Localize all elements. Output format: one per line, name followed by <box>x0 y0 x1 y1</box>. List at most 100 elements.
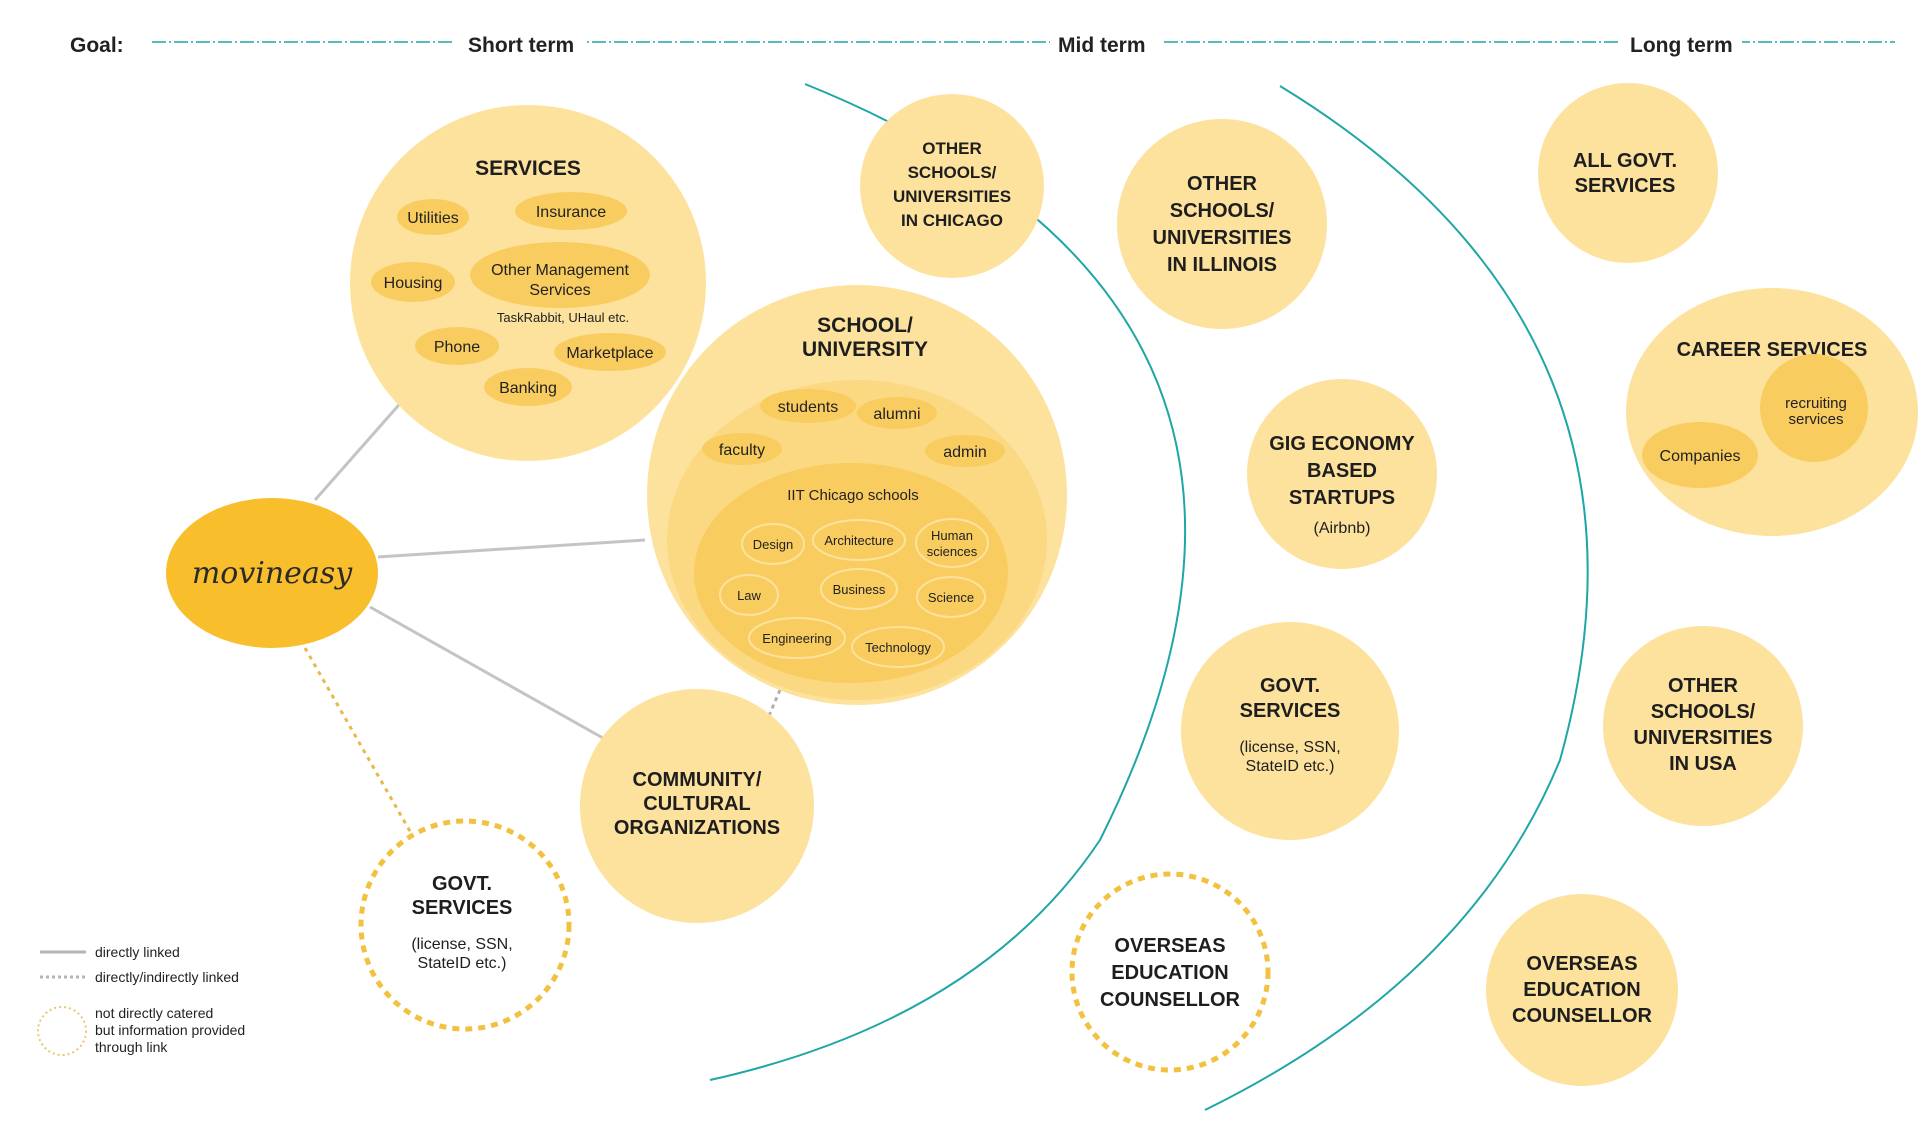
movineasy-core: movineasy <box>166 498 378 648</box>
iit-chip-human-sciences-label-2: sciences <box>927 544 978 559</box>
chip-recruiting-label-2: services <box>1788 411 1843 428</box>
chip-insurance <box>515 192 627 230</box>
chip-faculty <box>702 433 782 465</box>
chip-faculty-label: faculty <box>719 442 765 459</box>
govt-mid-sub-1: (license, SSN, <box>1239 739 1340 756</box>
schools-chicago-line-2: SCHOOLS/ <box>908 163 997 182</box>
govt-mid-line-1: GOVT. <box>1260 675 1320 697</box>
chip-insurance-label: Insurance <box>536 204 606 221</box>
schools-chicago-line-1: OTHER <box>922 139 982 158</box>
services-title: SERVICES <box>475 157 581 180</box>
long-term-boundary-arc <box>1204 85 1589 1111</box>
chip-marketplace-label: Marketplace <box>566 345 653 362</box>
govt-short-sub-1: (license, SSN, <box>411 936 512 953</box>
overseas-long-circle <box>1486 894 1678 1086</box>
legend: directly linked directly/indirectly link… <box>37 944 245 1056</box>
iit-chip-human-sciences-label: Human <box>931 528 973 543</box>
school-title-2: UNIVERSITY <box>802 338 928 361</box>
connector-community <box>369 605 611 744</box>
chip-companies-label: Companies <box>1660 448 1741 465</box>
legend-circle-line-1: not directly catered <box>95 1005 213 1021</box>
iit-chip-science <box>916 576 986 618</box>
long-term-mask <box>1620 28 1742 56</box>
chip-admin-label: admin <box>943 444 987 461</box>
overseas-long-line-3: COUNSELLOR <box>1512 1005 1653 1027</box>
chip-students <box>760 389 856 423</box>
iit-chip-design-label: Design <box>753 537 793 552</box>
overseas-long-line-1: OVERSEAS <box>1526 953 1637 975</box>
chip-phone <box>415 327 499 365</box>
overseas-mid-line-1: OVERSEAS <box>1114 935 1225 957</box>
govt-mid-line-2: SERVICES <box>1240 700 1341 722</box>
all-govt-circle <box>1538 83 1718 263</box>
overseas-long-line-2: EDUCATION <box>1523 979 1640 1001</box>
legend-dotted-label: directly/indirectly linked <box>95 969 239 985</box>
govt-short-dashed-circle <box>358 818 572 1032</box>
all-govt-line-1: ALL GOVT. <box>1573 150 1677 172</box>
community-line-3: ORGANIZATIONS <box>614 817 780 839</box>
short-term-label: Short term <box>468 34 574 57</box>
govt-mid-circle <box>1181 622 1399 840</box>
school-bubble: SCHOOL/ UNIVERSITY students alumni facul… <box>647 285 1067 705</box>
schools-chicago-bubble: OTHER SCHOOLS/ UNIVERSITIES IN CHICAGO <box>860 94 1044 278</box>
community-line-2: CULTURAL <box>643 793 750 815</box>
schools-illinois-line-1: OTHER <box>1187 173 1258 195</box>
chip-other-management <box>470 242 650 308</box>
career-title: CAREER SERVICES <box>1677 339 1868 361</box>
schools-illinois-bubble: OTHER SCHOOLS/ UNIVERSITIES IN ILLINOIS <box>1117 119 1327 329</box>
career-services-bubble: CAREER SERVICES recruiting services Comp… <box>1626 288 1918 536</box>
govt-short-sub-2: StateID etc.) <box>418 955 507 972</box>
schools-usa-bubble: OTHER SCHOOLS/ UNIVERSITIES IN USA <box>1603 626 1803 826</box>
schools-usa-line-3: UNIVERSITIES <box>1634 727 1773 749</box>
mid-term-boundary-arc <box>709 83 1186 1081</box>
chip-alumni-label: alumni <box>873 406 920 423</box>
chip-other-management-label: Other Management <box>491 262 629 279</box>
long-term-label: Long term <box>1630 34 1733 57</box>
gig-line-2: BASED <box>1307 460 1377 482</box>
overseas-mid-bubble: OVERSEAS EDUCATION COUNSELLOR <box>1069 871 1271 1073</box>
schools-chicago-line-4: IN CHICAGO <box>901 211 1003 230</box>
schools-chicago-circle <box>860 94 1044 278</box>
schools-illinois-circle <box>1117 119 1327 329</box>
govt-short-line-1: GOVT. <box>432 873 492 895</box>
mid-term-label: Mid term <box>1058 34 1146 57</box>
iit-chip-engineering <box>748 617 846 659</box>
goal-timeline: Goal: Short term Mid term Long term <box>70 28 1895 57</box>
chip-banking-label: Banking <box>499 380 557 397</box>
chip-other-management-label-2: Services <box>529 282 590 299</box>
gig-sub: (Airbnb) <box>1314 520 1371 537</box>
chip-recruiting <box>1760 354 1868 462</box>
goal-label: Goal: <box>70 34 124 57</box>
movineasy-logo: movineasy <box>192 556 353 591</box>
govt-mid-sub-2: StateID etc.) <box>1246 758 1335 775</box>
chip-alumni <box>857 397 937 429</box>
govt-short-line-2: SERVICES <box>412 897 513 919</box>
legend-circle-line-3: through link <box>95 1039 168 1055</box>
schools-usa-line-1: OTHER <box>1668 675 1739 697</box>
connector-govt-short <box>303 647 417 841</box>
iit-chip-business <box>820 568 898 610</box>
services-note: TaskRabbit, UHaul etc. <box>497 310 629 325</box>
schools-illinois-line-4: IN ILLINOIS <box>1167 254 1277 276</box>
schools-illinois-line-2: SCHOOLS/ <box>1170 200 1275 222</box>
iit-chip-science-label: Science <box>928 590 974 605</box>
govt-services-short-bubble: GOVT. SERVICES (license, SSN, StateID et… <box>358 818 572 1032</box>
schools-usa-circle <box>1603 626 1803 826</box>
schools-usa-line-2: SCHOOLS/ <box>1651 701 1756 723</box>
connector-services <box>313 397 407 501</box>
chip-companies <box>1642 422 1758 488</box>
school-title-1: SCHOOL/ <box>817 314 913 337</box>
schools-chicago-line-3: UNIVERSITIES <box>893 187 1011 206</box>
overseas-mid-line-3: COUNSELLOR <box>1100 989 1241 1011</box>
movineasy-ellipse <box>166 498 378 648</box>
chip-students-label: students <box>778 399 838 416</box>
chip-recruiting-label-1: recruiting <box>1785 395 1847 412</box>
community-circle <box>580 689 814 923</box>
schools-usa-line-4: IN USA <box>1669 753 1737 775</box>
chip-marketplace <box>554 333 666 371</box>
legend-circle-line-2: but information provided <box>95 1022 245 1038</box>
mid-term-mask <box>1050 28 1162 56</box>
iit-chip-law-label: Law <box>737 588 761 603</box>
connector-school <box>377 538 646 559</box>
gig-line-3: STARTUPS <box>1289 487 1395 509</box>
